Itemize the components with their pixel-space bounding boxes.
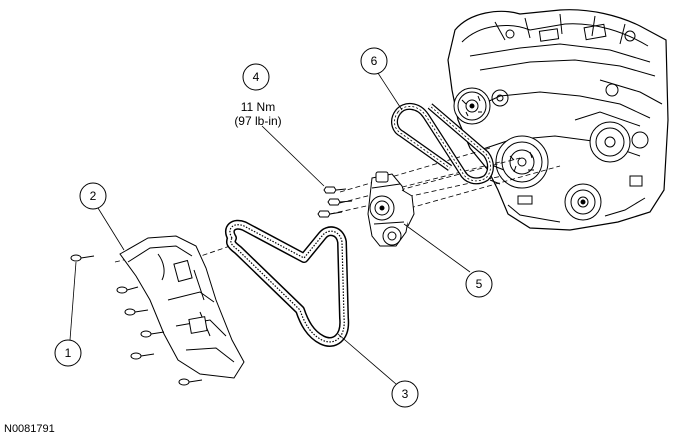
callout-2: 2 [79, 182, 107, 210]
engine-assembly [447, 9, 669, 231]
svg-text:3: 3 [402, 387, 409, 401]
accessory-drive-belt [224, 219, 350, 347]
svg-text:1: 1 [65, 346, 72, 360]
torque-spec-nm: 11 Nm [241, 100, 275, 114]
splash-shield [119, 235, 245, 379]
svg-text:4: 4 [253, 70, 260, 84]
callout-1: 1 [54, 339, 82, 367]
tensioner-bolts [317, 186, 353, 218]
torque-spec-lbin: (97 lb-in) [234, 114, 281, 128]
figure-id: N0081791 [4, 423, 55, 435]
svg-text:6: 6 [371, 54, 378, 68]
svg-text:5: 5 [476, 277, 483, 291]
generator-pulley [589, 121, 631, 163]
shield-fasteners [70, 254, 203, 386]
torque-spec: 11 Nm (97 lb-in) [234, 100, 281, 128]
crankshaft-pulley [495, 135, 549, 189]
callout-3: 3 [391, 380, 419, 408]
water-pump-pulley [453, 87, 491, 125]
callout-4: 4 [242, 63, 270, 91]
callout-6: 6 [360, 47, 388, 75]
ac-compressor-pulley [564, 183, 602, 221]
callout-5: 5 [465, 270, 493, 298]
belt-tensioner [367, 171, 415, 247]
installed-belt [391, 103, 494, 185]
svg-text:2: 2 [90, 189, 97, 203]
leader-lines [69, 69, 471, 385]
